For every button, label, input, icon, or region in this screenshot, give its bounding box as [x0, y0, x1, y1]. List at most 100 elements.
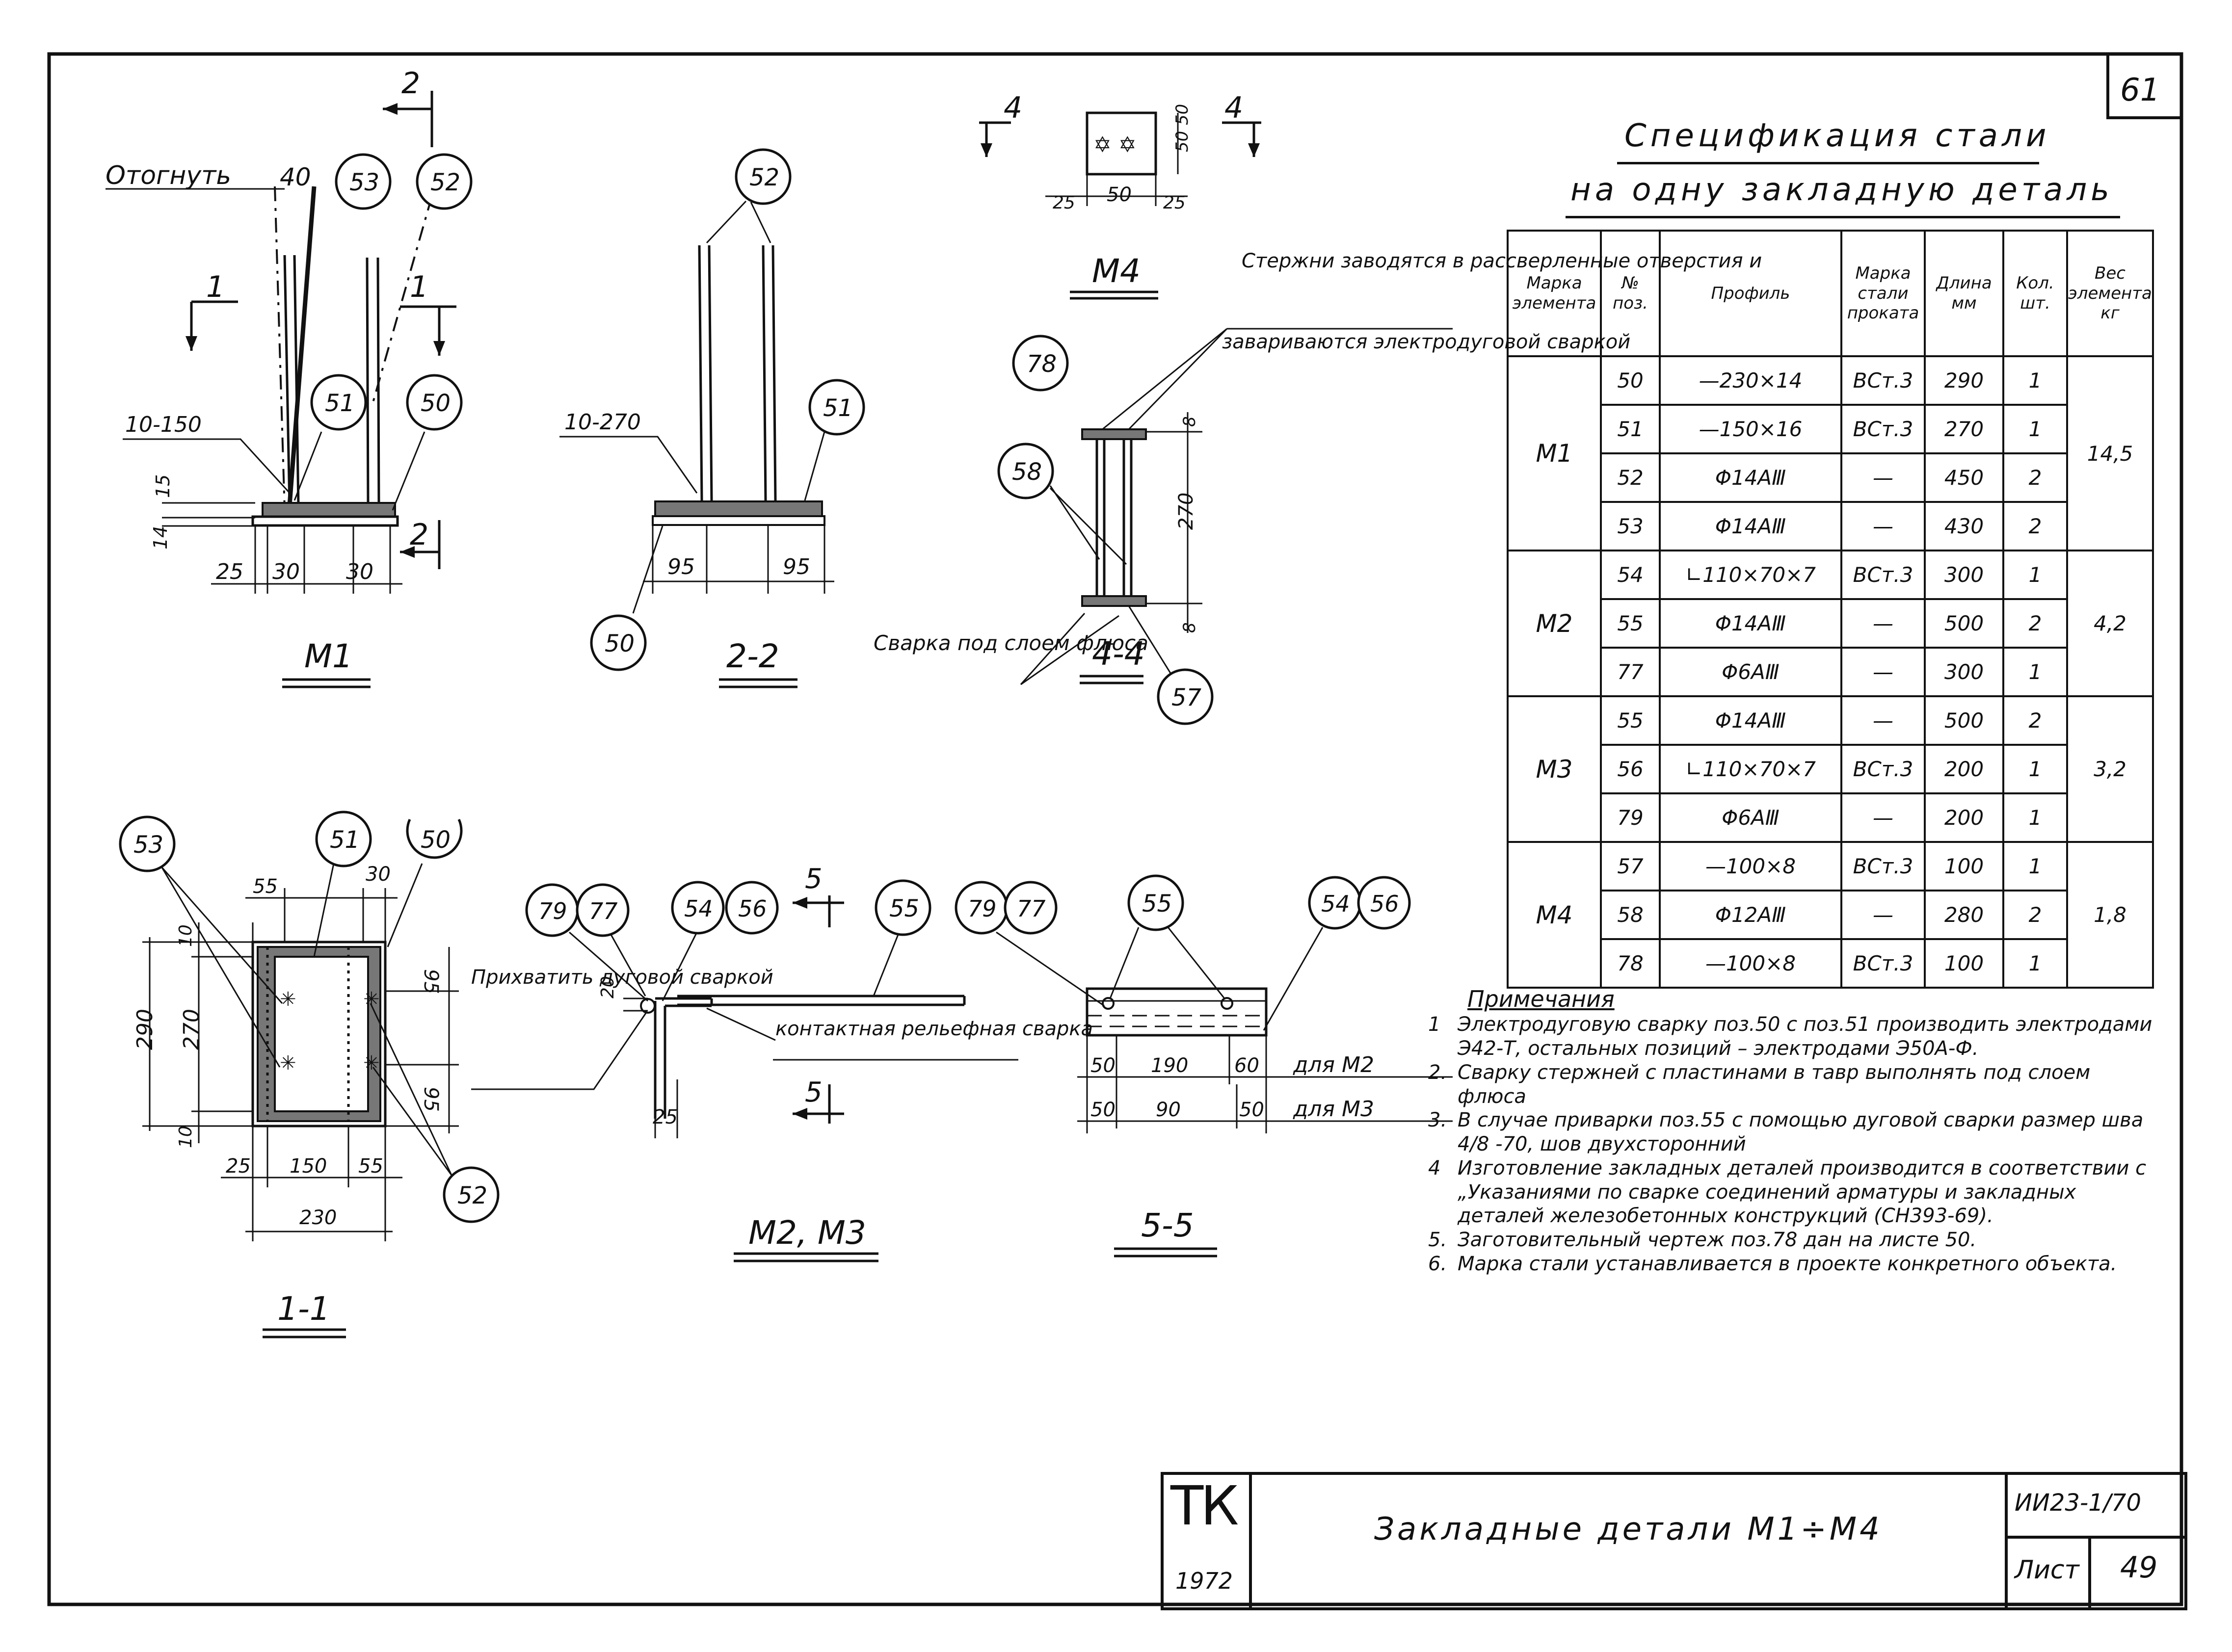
label-for-m2: для М2 — [1293, 1052, 1374, 1077]
caption-2-2: 2-2 — [726, 637, 779, 675]
dim-11-95b: 95 — [420, 1087, 442, 1112]
spec-cell-qty: 1 — [2002, 404, 2068, 454]
spec-cell-qty: 1 — [2002, 744, 2068, 794]
spec-cell-pos: 50 — [1600, 355, 1661, 406]
notes-heading: Примечания — [1467, 986, 1615, 1012]
note-item: 1 Электродуговую сварку поз.50 с поз.51 п… — [1428, 1013, 2164, 1061]
note-flux-text: Сварка под слоем флюса — [874, 631, 1148, 655]
section-2-top-label: 2 — [401, 66, 420, 101]
note-tack: Прихватить дуговой сваркой — [471, 966, 773, 989]
note-number: 3. — [1428, 1109, 1447, 1132]
spec-cell-mark: М3 — [1507, 695, 1602, 843]
svg-text:✳: ✳ — [363, 1052, 380, 1075]
note-item: 2.Сварку стержней с пластинами в тавр вы… — [1428, 1061, 2164, 1109]
caption-5-5: 5-5 — [1141, 1206, 1194, 1244]
dim-55-m3-b: 90 — [1156, 1099, 1181, 1121]
spec-cell-length: 280 — [1924, 890, 2004, 940]
spec-cell-pos: 55 — [1600, 695, 1661, 746]
dim-11-230: 230 — [299, 1206, 337, 1229]
dim-11-270: 270 — [179, 1009, 204, 1050]
dim-11-25: 25 — [226, 1155, 251, 1178]
weld-10-270: 10-270 — [564, 410, 641, 435]
bubble-44-57: 57 — [1171, 684, 1202, 711]
spec-cell-steel: — — [1840, 695, 1926, 746]
spec-cell-steel: ВСт.3 — [1840, 355, 1926, 406]
spec-cell-qty: 1 — [2002, 841, 2068, 892]
bubble-55-55: 55 — [1142, 890, 1172, 918]
sheet-code: 61 — [2120, 72, 2160, 108]
note-text: Изготовление закладных деталей производи… — [1458, 1156, 2147, 1228]
spec-cell-steel: ВСт.3 — [1840, 744, 1926, 794]
dim-m4-50v1: 50 — [1172, 131, 1192, 152]
spec-cell-weight: 3,2 — [2066, 695, 2154, 843]
spec-cell-pos: 79 — [1600, 792, 1661, 843]
spec-cell-steel: ВСт.3 — [1840, 938, 1926, 989]
svg-text:✡ ✡: ✡ ✡ — [1093, 132, 1137, 157]
dim-14: 14 — [150, 526, 171, 550]
notes-block: Примечания 1 Электродуговую сварку поз.50… — [1428, 985, 2164, 1276]
dim-40: 40 — [280, 163, 311, 191]
dim-11-10b: 10 — [176, 1126, 196, 1148]
spec-cell-profile: ∟110×70×7 — [1659, 550, 1842, 600]
bubble-55-54: 54 — [1321, 891, 1350, 917]
spec-cell-length: 100 — [1924, 841, 2004, 892]
dim-11-30: 30 — [366, 863, 391, 886]
bubble-11-50: 50 — [421, 826, 451, 854]
spec-cell-steel: — — [1840, 647, 1926, 697]
spec-cell-qty: 2 — [2002, 501, 2068, 551]
note-number: 1 — [1428, 1013, 1441, 1036]
section-5-top-label: 5 — [805, 863, 823, 895]
title-year: 1972 — [1175, 1568, 1233, 1594]
dim-44-270: 270 — [1175, 493, 1197, 530]
note-tack-text: Прихватить дуговой сваркой — [471, 966, 773, 989]
title-text: Закладные детали М1÷М4 — [1374, 1511, 1883, 1547]
dim-11-290: 290 — [133, 1009, 158, 1050]
note-text: Электродуговую сварку поз.50 с поз.51 пр… — [1458, 1013, 2152, 1060]
spec-cell-profile: Φ14АⅢ — [1659, 501, 1842, 551]
spec-cell-length: 200 — [1924, 744, 2004, 794]
spec-header-qty: Кол. шт. — [2002, 230, 2068, 357]
dim-30a: 30 — [272, 559, 300, 584]
dim-m4-25a: 25 — [1053, 193, 1075, 213]
note-text: Заготовительный чертеж поз.78 дан на лис… — [1458, 1229, 1977, 1252]
spec-header-row: Марка элемента № поз. Профиль Марка стал… — [1507, 230, 2154, 357]
spec-title-underline1 — [1617, 162, 2039, 164]
spec-cell-profile: ∟110×70×7 — [1659, 744, 1842, 794]
view-m1: 2 Отогнуть 40 1 1 10-150 15 14 — [106, 66, 473, 688]
spec-cell-profile: Φ12АⅢ — [1659, 890, 1842, 940]
dim-11-150: 150 — [290, 1155, 327, 1178]
title-right-box — [2005, 1472, 2187, 1607]
title-logo: ТК — [1170, 1474, 1239, 1537]
caption-4-4: 4-4 — [1092, 635, 1145, 673]
spec-cell-pos: 55 — [1600, 598, 1661, 649]
bubble-22-51: 51 — [823, 394, 853, 422]
bubble-m1-51: 51 — [325, 390, 355, 417]
spec-cell-weight: 1,8 — [2066, 841, 2154, 989]
dim-95a: 95 — [667, 554, 695, 579]
note-item: 6.Марка стали устанавливается в проекте … — [1428, 1252, 2164, 1276]
bubble-44-58: 58 — [1012, 458, 1042, 486]
spec-cell-pos: 57 — [1600, 841, 1661, 892]
note-text: Сварку стержней с пластинами в тавр выпо… — [1458, 1061, 2091, 1108]
bubble-22-52: 52 — [749, 164, 779, 191]
spec-cell-qty: 2 — [2002, 452, 2068, 503]
spec-cell-pos: 78 — [1600, 938, 1661, 989]
bubble-22-50: 50 — [605, 630, 635, 657]
view-2-2: 52 10-270 51 95 95 50 2-2 — [559, 148, 865, 688]
bubble-m1-52: 52 — [430, 169, 460, 196]
title-right-divider — [2005, 1536, 2184, 1539]
bubble-m2-56: 56 — [738, 895, 767, 922]
sheet-code-box — [2106, 52, 2183, 119]
caption-m4: М4 — [1092, 252, 1141, 290]
dim-11-55: 55 — [253, 875, 278, 898]
spec-cell-qty: 1 — [2002, 938, 2068, 989]
title-series: ИИ23-1/70 — [2015, 1489, 2141, 1517]
dim-95b: 95 — [783, 554, 810, 579]
